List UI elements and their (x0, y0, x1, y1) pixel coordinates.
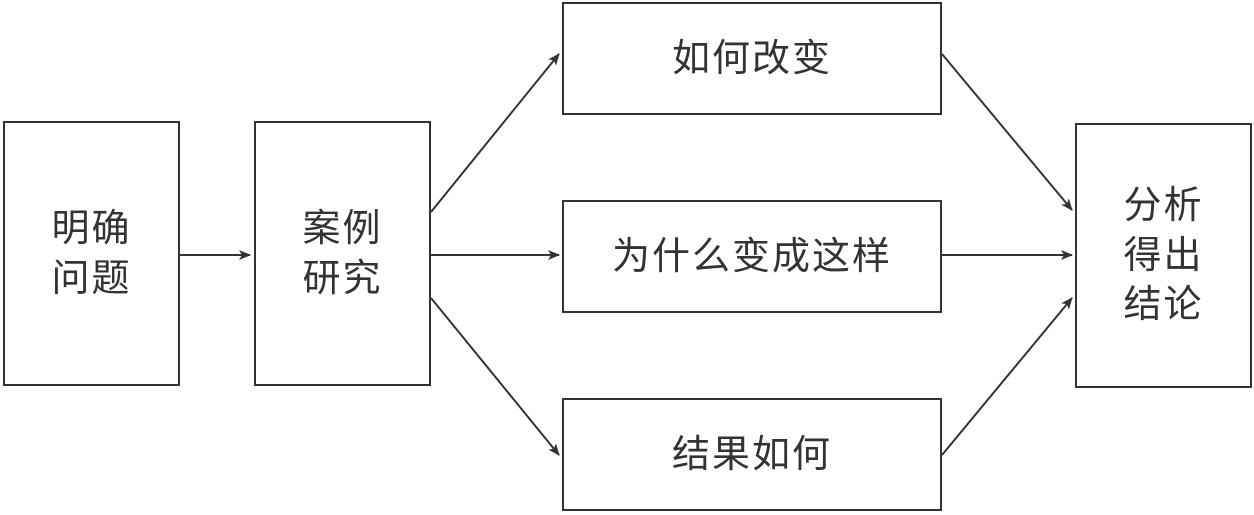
node-result: 结果如何 (562, 398, 942, 511)
arrow-result-to-conclusion (941, 297, 1073, 456)
node-define-problem: 明确 问题 (3, 121, 180, 386)
arrow-case-to-how (430, 53, 560, 213)
node-case-study: 案例 研究 (254, 121, 431, 386)
arrow-how-to-conclusion (941, 53, 1073, 211)
node-case-study-line-1: 案例 (302, 206, 383, 251)
node-how-change: 如何改变 (562, 2, 942, 115)
node-why-became-label: 为什么变成这样 (611, 233, 892, 278)
node-conclusion-line-3: 结论 (1123, 282, 1204, 327)
node-define-problem-line-2: 问题 (51, 255, 132, 300)
arrow-case-to-result (430, 297, 560, 456)
node-conclusion-line-1: 分析 (1123, 183, 1204, 228)
node-why-became: 为什么变成这样 (562, 200, 942, 313)
node-define-problem-line-1: 明确 (51, 206, 132, 251)
node-result-label: 结果如何 (671, 431, 832, 476)
node-conclusion: 分析 得出 结论 (1075, 123, 1252, 388)
node-conclusion-line-2: 得出 (1123, 232, 1204, 277)
node-case-study-line-2: 研究 (302, 255, 383, 300)
node-how-change-label: 如何改变 (671, 35, 832, 80)
